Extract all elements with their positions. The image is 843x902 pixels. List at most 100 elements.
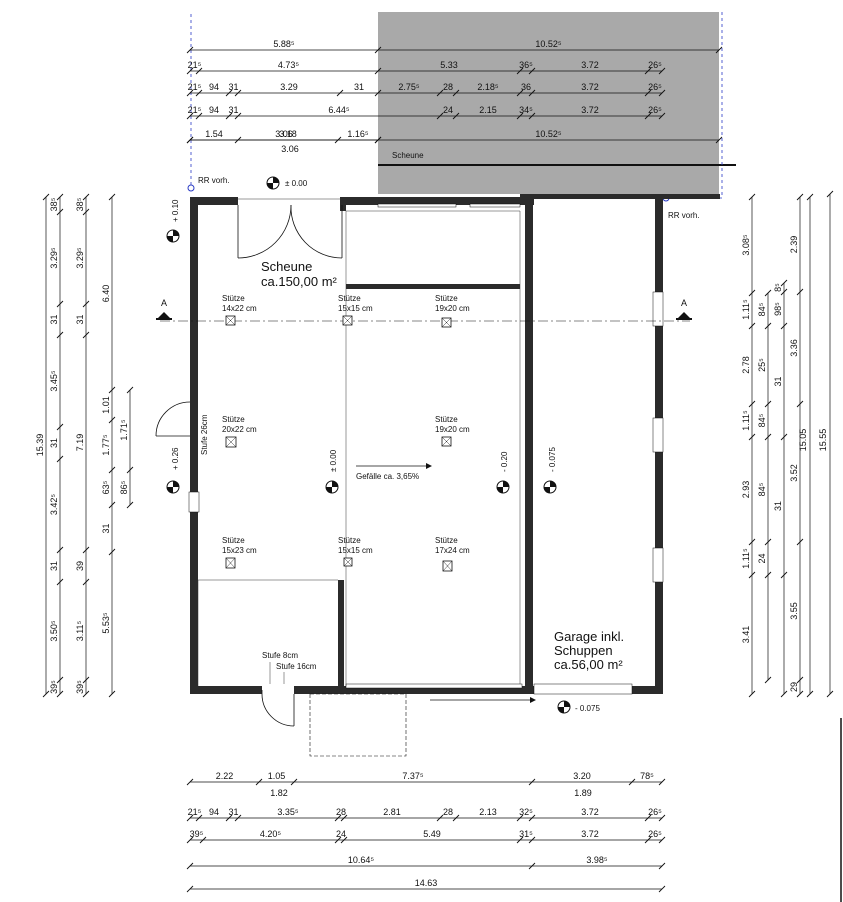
dimension-value: 10.52⁵: [535, 39, 562, 49]
room-garage-line1: Garage inkl.: [554, 629, 624, 644]
dimension-value: 3.29⁵: [49, 247, 59, 269]
dimension-value: 3.20: [573, 771, 591, 781]
dimension-value: 26⁵: [648, 807, 662, 817]
double-door: [237, 204, 343, 259]
dimension-value: 3.08⁵: [741, 234, 751, 256]
room-scheune-name: Scheune: [261, 259, 312, 274]
dimension-value: 78⁵: [640, 771, 654, 781]
dimension-value: 32⁵: [519, 807, 533, 817]
dimension-value: 24: [336, 829, 346, 839]
level-upper-left: + 0.10: [171, 199, 180, 222]
dimension-value: 26⁵: [648, 82, 662, 92]
dimension-value: 94: [209, 82, 219, 92]
column-size: 15x15 cm: [338, 546, 373, 555]
column-7: Stütze 15x15 cm: [338, 536, 373, 567]
dimension-value: 24: [757, 553, 767, 563]
dimension-value: 31⁵: [519, 829, 533, 839]
dimension-value: 14.63: [415, 878, 438, 888]
dimension-value: 3.50⁵: [49, 620, 59, 642]
dimension-value: 31: [773, 501, 783, 511]
column-1: Stütze 14x22 cm: [222, 294, 257, 326]
dimension-value: 34⁵: [519, 105, 533, 115]
dimension-value: 3.18: [279, 129, 297, 139]
column-size: 20x22 cm: [222, 425, 257, 434]
level-symbol-icon: [557, 700, 571, 714]
dimension-value: 94: [209, 807, 219, 817]
dimension-value: 3.72: [581, 82, 599, 92]
dimension-value: 3.72: [581, 105, 599, 115]
dimension-value: 3.52: [789, 464, 799, 482]
dimension-value: 2.81: [383, 807, 401, 817]
dimension-value: 10.64⁵: [348, 855, 375, 865]
dimension-value: 3.45⁵: [49, 370, 59, 392]
dimension-value: 84⁵: [757, 413, 767, 427]
stufe-16-label: Stufe 16cm: [276, 662, 317, 671]
side-door-left: [155, 401, 191, 437]
entrance-canopy: [309, 693, 407, 757]
dimension-value: 1.05: [268, 771, 286, 781]
dimension-value: 2.39: [789, 236, 799, 254]
rr-left-pipe-icon: [187, 184, 195, 192]
level-symbol-icon: [166, 229, 180, 243]
column-title: Stütze: [222, 415, 245, 424]
dimension-value: 26⁵: [648, 105, 662, 115]
column-8: Stütze 17x24 cm: [435, 536, 470, 572]
level-symbol-icon: [166, 480, 180, 494]
column-size: 19x20 cm: [435, 425, 470, 434]
dimension-value: 3.42⁵: [49, 494, 59, 516]
level-symbol-icon: [266, 176, 280, 190]
dimension-value: 2.75⁵: [398, 82, 420, 92]
dimension-value: 21⁵: [188, 60, 202, 70]
dimension-value: 10.52⁵: [535, 129, 562, 139]
level-center: ± 0.00: [329, 449, 338, 472]
dimension-value: 26⁵: [648, 829, 662, 839]
inner-partitions: [197, 198, 521, 686]
dimension-value: 84⁵: [757, 482, 767, 496]
dimension-value: 5.49: [423, 829, 441, 839]
level-symbol-icon: [496, 480, 510, 494]
dimension-value: 31: [49, 561, 59, 571]
dimension-value: 2.22: [216, 771, 234, 781]
dimension-value: 3.72: [581, 60, 599, 70]
column-4: Stütze 20x22 cm: [222, 415, 257, 448]
slope-label: Gefälle ca. 3,65%: [356, 472, 419, 481]
scheune-roof-label: Scheune: [392, 151, 424, 160]
scheune-roof-area: [378, 12, 719, 194]
column-title: Stütze: [435, 536, 458, 545]
dimension-value: 39⁵: [75, 680, 85, 694]
dimension-value: 1.54: [205, 129, 223, 139]
dimension-value: 2.78: [741, 356, 751, 374]
dimension-value: 21⁵: [188, 807, 202, 817]
dimension-value: 36⁵: [519, 60, 533, 70]
dimension-value: 3.11⁵: [75, 620, 85, 641]
dimension-value: 3.29⁵: [75, 247, 85, 269]
dimension-value: 4.20⁵: [260, 829, 282, 839]
dimension-value: 3.72: [581, 829, 599, 839]
dimension-value: 15.39: [35, 434, 45, 457]
dimension-value: 29: [789, 682, 799, 692]
dimension-value: 94: [209, 105, 219, 115]
column-title: Stütze: [222, 294, 245, 303]
level-garage: - 0.075: [548, 447, 557, 472]
dimension-value: 1.01: [101, 396, 111, 414]
column-title: Stütze: [338, 294, 361, 303]
rr-left-label: RR vorh.: [198, 176, 230, 185]
level-center-right: - 0.20: [500, 451, 509, 472]
stufe-8-label: Stufe 8cm: [262, 651, 298, 660]
dimension-value: 3.35⁵: [277, 807, 299, 817]
dimension-value: 31: [75, 314, 85, 324]
column-2: Stütze 15x15 cm: [338, 294, 373, 326]
dimension-value: 8⁵: [773, 283, 783, 292]
dimension-value: 39⁵: [49, 680, 59, 694]
dimension-value: 28: [443, 807, 453, 817]
bottom-door: [261, 690, 295, 727]
dimension-value: 39: [75, 561, 85, 571]
section-a-left: A: [161, 298, 167, 308]
column-title: Stütze: [338, 536, 361, 545]
dimension-value: 2.93: [741, 481, 751, 499]
dimension-value: 38⁵: [49, 197, 59, 211]
dimension-value: 3.29: [280, 82, 298, 92]
dimension-value: 3.55: [789, 602, 799, 620]
dimension-value: 26⁵: [648, 60, 662, 70]
